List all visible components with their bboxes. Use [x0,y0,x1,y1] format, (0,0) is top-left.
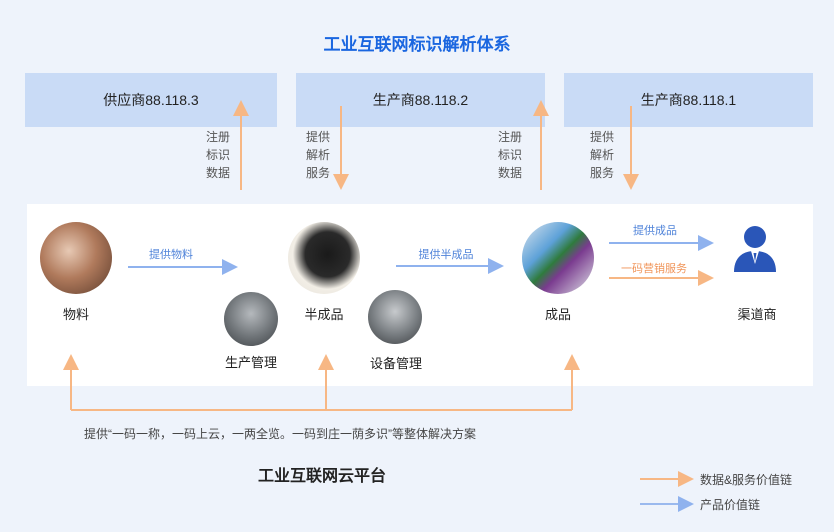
register-data-label-2: 注册标识数据 [498,130,523,180]
register-data-label-1: 注册标识数据 [206,130,231,180]
legend-data-label: 数据&服务价值链 [700,473,793,487]
provide-service-label-2: 提供解析服务 [590,130,615,180]
production-mgmt-label: 生产管理 [224,355,277,370]
producer-node-1-label: 生产商88.118.1 [640,92,737,108]
producer-node-2-label: 生产商88.118.2 [372,92,469,108]
producer-node-2: 生产商88.118.2 [296,73,545,127]
equipment-mgmt-image [368,290,422,344]
supplier-node-label: 供应商88.118.3 [103,92,199,108]
material-label: 物料 [62,307,89,322]
flow-panel [27,204,813,386]
provide-service-label-1: 提供解析服务 [306,130,331,180]
material-image [40,222,112,294]
equipment-mgmt-label: 设备管理 [369,356,422,371]
product-image [522,222,594,294]
platform-title: 工业互联网云平台 [257,468,386,485]
producer-node-1: 生产商88.118.1 [564,73,813,127]
diagram-title: 工业互联网标识解析体系 [323,35,511,54]
solution-description: 提供“一码一称，一码上云，一两全览。一码到庄一荫多识”等整体解决方案 [84,427,476,441]
product-label: 成品 [544,307,571,322]
channel-label: 渠道商 [737,307,777,322]
production-mgmt-image [224,292,278,346]
channel-user-icon [734,226,776,272]
provide-semi-label: 提供半成品 [418,249,474,261]
semi-product-label: 半成品 [304,307,344,322]
provide-material-label: 提供物料 [149,249,193,261]
legend-product-label: 产品价值链 [700,498,761,512]
semi-product-image [288,222,360,294]
one-code-marketing-label: 一码营销服务 [621,263,687,275]
provide-product-label: 提供成品 [633,225,677,237]
